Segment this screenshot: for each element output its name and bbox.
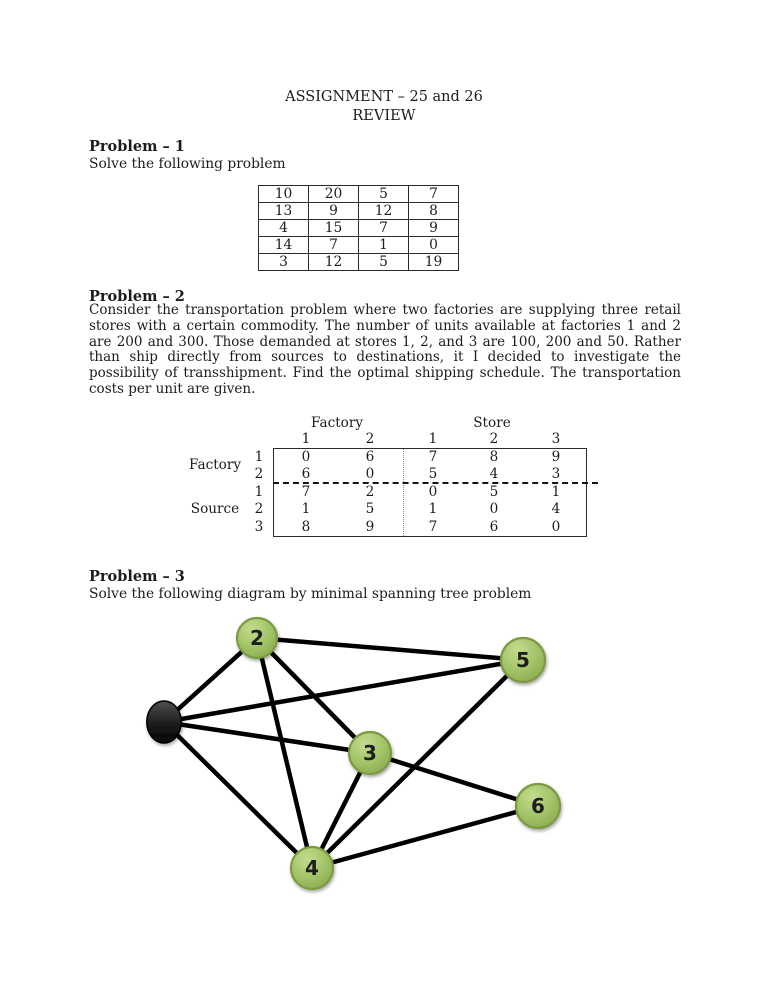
node-2-label: 2 (250, 626, 264, 650)
factory-store-divider (403, 449, 404, 536)
node-5-label: 5 (516, 648, 530, 672)
table-cell: 4 (489, 466, 499, 483)
row-number: 2 (254, 466, 264, 483)
edge-3-6 (367, 750, 541, 809)
column-number: 2 (489, 431, 499, 447)
row-number: 2 (254, 501, 264, 518)
table-cell: 9 (365, 518, 375, 535)
edge-1-4 (161, 719, 315, 871)
column-group-label: Factory (310, 415, 364, 431)
table-cell: 6 (301, 466, 311, 483)
table-cell: 12 (358, 202, 409, 220)
edge-1-5 (161, 657, 526, 725)
problem1-subtext: Solve the following problem (89, 156, 286, 172)
table-cell: 7 (301, 483, 311, 500)
edge-4-6 (309, 803, 541, 871)
table-cell: 8 (489, 449, 499, 465)
node-6 (514, 782, 562, 830)
factory-source-divider (273, 482, 598, 484)
node-6-label: 6 (531, 794, 545, 818)
title-line-2: REVIEW (352, 108, 416, 124)
table-cell: 2 (365, 483, 375, 500)
column-number: 1 (301, 431, 311, 447)
title-line-1: ASSIGNMENT – 25 and 26 (285, 89, 483, 105)
table-cell: 0 (301, 449, 311, 465)
table-cell: 0 (489, 501, 499, 518)
table-cell: 12 (308, 253, 359, 271)
table-cell: 0 (428, 483, 438, 500)
row-number: 1 (254, 483, 264, 500)
table-cell: 7 (428, 449, 438, 465)
table-cell: 8 (301, 518, 311, 535)
node-2 (235, 616, 279, 660)
table-cell: 9 (551, 449, 561, 465)
edge-2-3 (254, 635, 373, 756)
table-cell: 10 (258, 185, 309, 203)
node-1-black (146, 700, 182, 744)
table-cell: 20 (308, 185, 359, 203)
table-cell: 7 (358, 219, 409, 237)
table-cell: 3 (551, 466, 561, 483)
row-number: 1 (254, 449, 264, 465)
table-cell: 7 (408, 185, 459, 203)
table-cell: 0 (408, 236, 459, 254)
node-5 (499, 636, 547, 684)
problem2-paragraph: Consider the transportation problem wher… (89, 302, 681, 397)
spanning-tree-graph: 2 3 4 5 6 (146, 616, 562, 891)
edge-2-4 (254, 635, 315, 871)
table-cell: 4 (551, 501, 561, 518)
table-cell: 1 (551, 483, 561, 500)
edge-2-5 (254, 635, 526, 663)
table-cell: 5 (365, 501, 375, 518)
problem3-subtext: Solve the following diagram by minimal s… (89, 586, 532, 602)
table-cell: 4 (258, 219, 309, 237)
problem3-heading: Problem – 3 (89, 568, 185, 585)
table-cell: 7 (428, 518, 438, 535)
table-cell: 9 (308, 202, 359, 220)
node-4 (289, 845, 335, 891)
table-cell: 0 (365, 466, 375, 483)
table-cell: 8 (408, 202, 459, 220)
table-cell: 1 (301, 501, 311, 518)
column-number: 1 (428, 431, 438, 447)
row-number: 3 (254, 518, 264, 535)
column-number: 2 (365, 431, 375, 447)
table-cell: 19 (408, 253, 459, 271)
table-cell: 6 (365, 449, 375, 465)
edge-1-3 (161, 719, 373, 756)
node-3-label: 3 (363, 741, 377, 765)
table-cell: 5 (489, 483, 499, 500)
table-cell: 5 (428, 466, 438, 483)
table-cell: 14 (258, 236, 309, 254)
table-cell: 15 (308, 219, 359, 237)
table-cell: 5 (358, 185, 409, 203)
table-cell: 0 (551, 518, 561, 535)
table-cell: 5 (358, 253, 409, 271)
edge-4-5 (309, 657, 526, 871)
column-number: 3 (551, 431, 561, 447)
table-cell: 3 (258, 253, 309, 271)
table-cell: 1 (358, 236, 409, 254)
table-cell: 13 (258, 202, 309, 220)
table-cell: 9 (408, 219, 459, 237)
row-group-label: Source (190, 500, 240, 517)
node-3 (347, 730, 393, 776)
problem1-heading: Problem – 1 (89, 138, 185, 155)
row-group-label: Factory (188, 457, 242, 474)
table-cell: 1 (428, 501, 438, 518)
table-cell: 7 (308, 236, 359, 254)
graph-nodes: 2 3 4 5 6 (146, 616, 562, 891)
node-4-label: 4 (305, 856, 319, 880)
problem2-heading: Problem – 2 (89, 288, 185, 305)
table-cell: 6 (489, 518, 499, 535)
table-border-box (273, 448, 587, 537)
assignment-title: ASSIGNMENT – 25 and 26 REVIEW (0, 88, 768, 126)
column-group-label: Store (473, 415, 511, 431)
